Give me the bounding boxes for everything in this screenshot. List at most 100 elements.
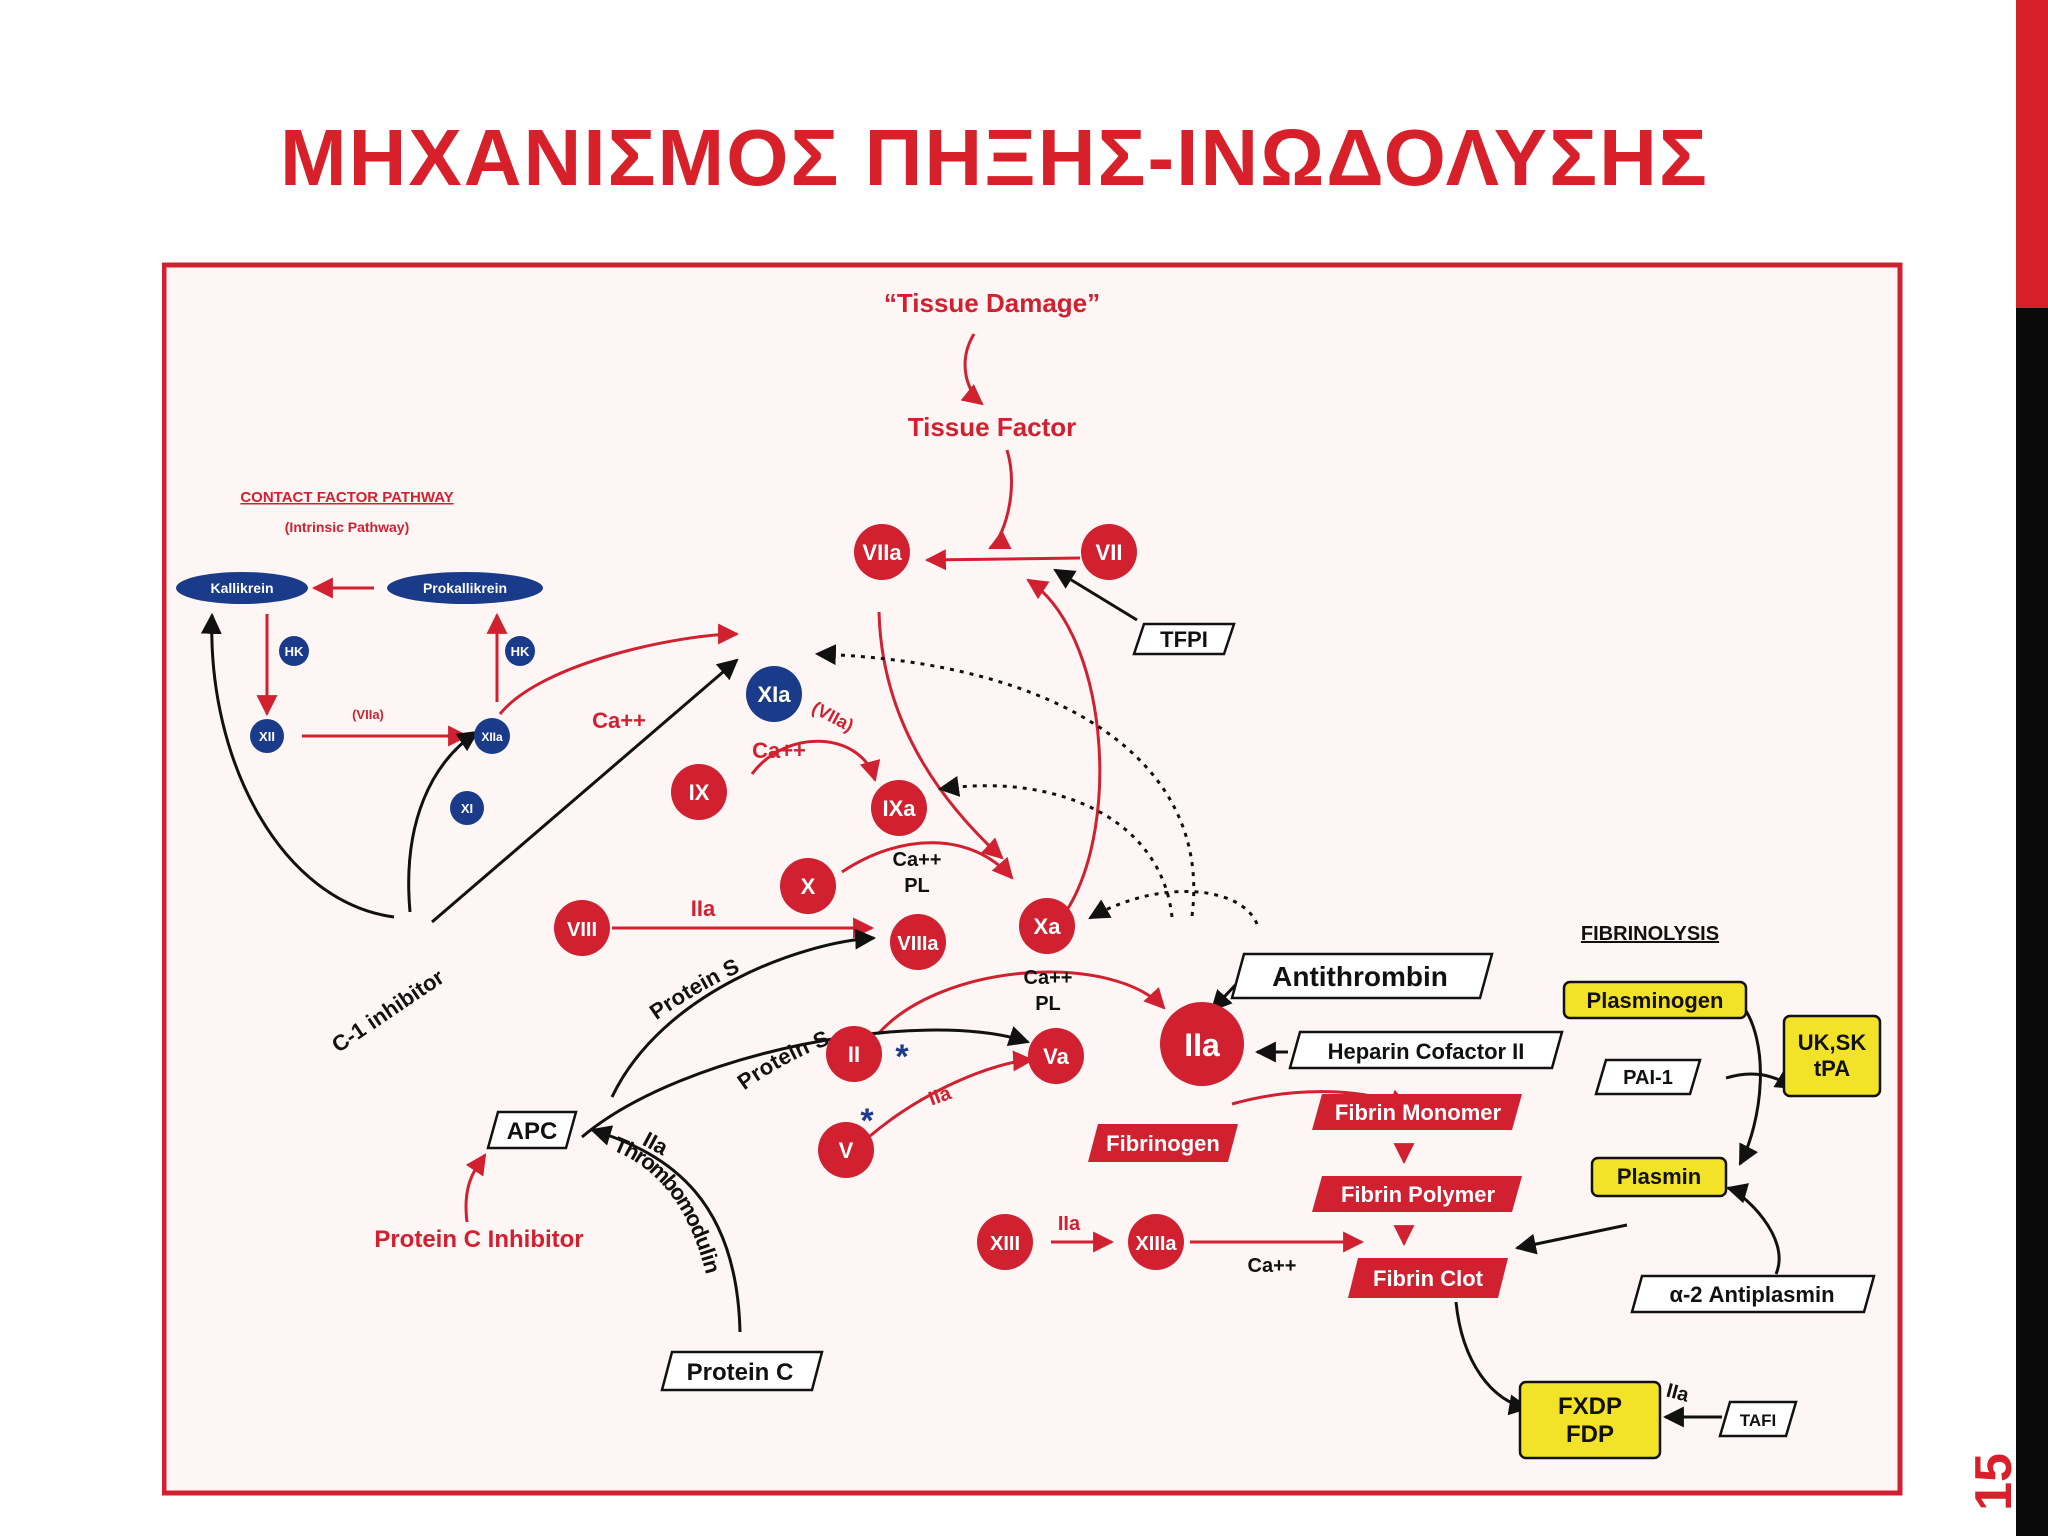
fibrin-monomer-label: Fibrin Monomer [1335, 1100, 1502, 1125]
box-apc: APC [486, 1110, 578, 1150]
arrow-vii-viia [924, 549, 1081, 571]
node-xii: XII [250, 719, 284, 753]
arrow-tfpi-inhibit [1053, 568, 1138, 622]
box-protein-c: Protein C [660, 1350, 824, 1392]
arrow-xiia-xia [498, 623, 740, 715]
apc-label: APC [507, 1118, 558, 1145]
node-va: Va [1028, 1028, 1084, 1084]
xi-label: XI [461, 801, 473, 816]
ix-label: IX [689, 780, 710, 805]
contact-viia-label: (VIIa) [352, 707, 384, 722]
diagram-frame [162, 262, 1903, 1496]
antiplasmin-label: α-2 Antiplasmin [1669, 1282, 1834, 1307]
pl-x-label: PL [904, 875, 930, 897]
arrow-c1-kallikrein [200, 612, 395, 919]
node-xiiia: XIIIa [1128, 1214, 1184, 1270]
box-uksk-tpa: UK,SK tPA [1782, 1014, 1882, 1098]
arrow-x-xa [841, 841, 1014, 880]
star-ii: * [895, 1038, 909, 1076]
node-vii: VII [1081, 524, 1137, 580]
node-prokallikrein: Prokallikrein [387, 572, 543, 604]
ixa-label: IXa [882, 796, 916, 821]
box-plasminogen: Plasminogen [1562, 980, 1748, 1020]
protein-c-label: Protein C [687, 1359, 794, 1386]
node-ii: II [826, 1026, 882, 1082]
node-xi: XI [450, 791, 484, 825]
hk-left-label: HK [285, 644, 304, 659]
box-plasmin: Plasmin [1590, 1156, 1728, 1198]
va-label: Va [1043, 1044, 1069, 1069]
xii-label: XII [259, 729, 275, 744]
arrow-dotted-xia [814, 644, 1196, 917]
ca-x-label: Ca++ [893, 849, 942, 871]
node-xiia: XIIa [474, 718, 510, 754]
fibrinolysis-title: FIBRINOLYSIS [1581, 923, 1719, 945]
arrow-plasmin-clot [1514, 1223, 1628, 1255]
arrow-ii-iia [876, 970, 1166, 1035]
node-xiii: XIII [977, 1214, 1033, 1270]
arrow-c1-xi [407, 730, 479, 913]
arrow-protein-c-inhibitor [464, 1153, 487, 1223]
node-v: V [818, 1122, 874, 1178]
box-tfpi: TFPI [1132, 622, 1236, 656]
arrow-dotted-xa [1088, 889, 1259, 925]
box-fibrin-clot: Fibrin Clot [1348, 1258, 1508, 1298]
prokallikrein-label: Prokallikrein [423, 580, 507, 596]
node-viii: VIII [554, 900, 610, 956]
pai1-label: PAI-1 [1623, 1067, 1673, 1089]
protein-c-inhibitor-label: Protein C Inhibitor [374, 1226, 583, 1253]
fibrin-clot-label: Fibrin Clot [1373, 1266, 1484, 1291]
tissue-damage-label: “Tissue Damage” [884, 288, 1100, 318]
ca-xia-label: Ca++ [592, 708, 646, 733]
arrow-v-va [869, 1050, 1035, 1138]
x-label: X [801, 874, 816, 899]
node-viiia: VIIIa [890, 914, 946, 970]
arrow-tissue-damage [960, 333, 984, 406]
box-tafi: TAFI [1718, 1400, 1798, 1438]
ii-label: II [848, 1042, 860, 1067]
xiii-label: XIII [990, 1233, 1020, 1255]
vii-label: VII [1096, 540, 1123, 565]
node-ixa: IXa [871, 780, 927, 836]
node-x: X [780, 858, 836, 914]
xiiia-label: XIIIa [1135, 1233, 1177, 1255]
xa-label: Xa [1034, 914, 1062, 939]
fibrin-polymer-label: Fibrin Polymer [1341, 1182, 1495, 1207]
sidebar-dark-bar [2016, 308, 2048, 1536]
arrow-protein-c-apc [589, 1125, 742, 1333]
tissue-factor-label: Tissue Factor [908, 412, 1077, 442]
box-heparin-cofactor: Heparin Cofactor II [1288, 1030, 1564, 1070]
antithrombin-label: Antithrombin [1272, 961, 1448, 992]
ca-ix-label: Ca++ [752, 738, 806, 763]
node-xa: Xa [1019, 898, 1075, 954]
node-kallikrein: Kallikrein [176, 572, 308, 604]
xia-label: XIa [757, 682, 791, 707]
box-antithrombin: Antithrombin [1230, 952, 1494, 1000]
arrow-tissue-factor [988, 449, 1013, 550]
arrow-plasminogen-plasmin [1738, 1001, 1762, 1166]
arrow-clot-fxdp [1454, 1301, 1531, 1416]
contact-pathway-subtitle: (Intrinsic Pathway) [285, 519, 409, 535]
tfpi-label: TFPI [1160, 627, 1208, 652]
tafi-label: TAFI [1740, 1411, 1777, 1430]
node-ix: IX [671, 764, 727, 820]
iia-xiii-label: IIa [1058, 1213, 1081, 1235]
box-pai1: PAI-1 [1594, 1058, 1702, 1096]
viii-label: VIII [567, 919, 597, 941]
node-iia: IIa [1160, 1002, 1244, 1086]
arrow-viia-xa [877, 611, 1004, 860]
viiia-label: VIIIa [897, 933, 939, 955]
iia-label: IIa [1184, 1027, 1220, 1063]
arrow-c1-xia [431, 658, 739, 924]
contact-pathway-title: CONTACT FACTOR PATHWAY [240, 489, 453, 506]
tpa-label: tPA [1814, 1056, 1850, 1081]
box-fibrin-polymer: Fibrin Polymer [1312, 1176, 1522, 1212]
sidebar-accent-bar [2016, 0, 2048, 308]
star-v: * [860, 1102, 874, 1140]
arrow-antiplasmin-plasmin [1725, 1183, 1781, 1275]
xiia-label: XIIa [481, 730, 503, 744]
kallikrein-label: Kallikrein [210, 580, 273, 596]
fibrinogen-label: Fibrinogen [1106, 1131, 1220, 1156]
arrow-protein-s-2 [581, 1026, 1030, 1139]
node-xia: XIa [746, 666, 802, 722]
